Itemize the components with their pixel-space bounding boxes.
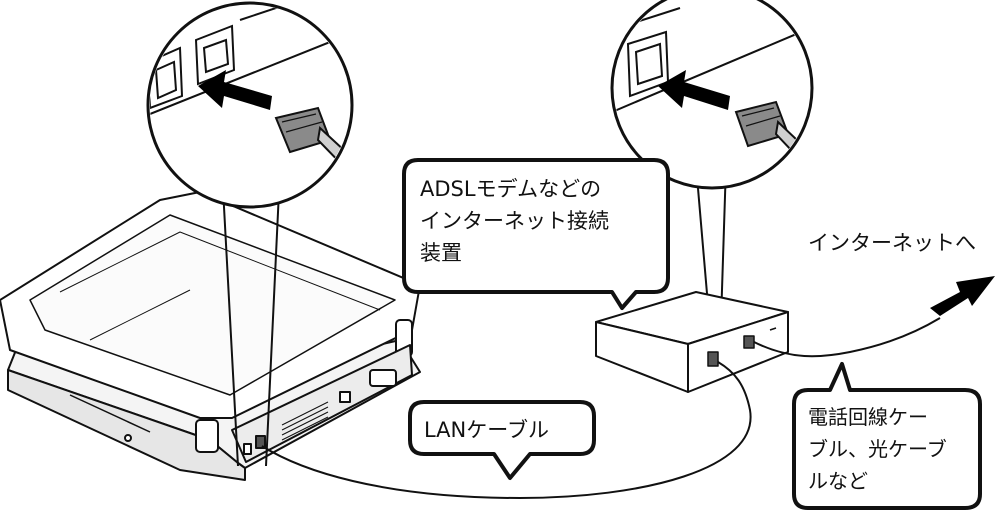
lan-port-zoom-left	[146, 1, 354, 467]
callout-phone-cable: 電話回線ケー ブル、光ケーブ ルなど	[792, 362, 982, 510]
to-internet-label: インターネットへ	[808, 231, 976, 255]
callout-lan-cable-text: LANケーブル	[424, 418, 549, 442]
router-port-zoom	[610, 0, 814, 353]
laptop-illustration	[0, 191, 421, 481]
callout-lan-cable: LANケーブル	[408, 400, 596, 480]
callout-device-line3: 装置	[420, 241, 462, 265]
router-illustration	[595, 291, 789, 393]
callout-phone-line1: 電話回線ケー	[808, 405, 928, 429]
callout-phone-line2: ブル、光ケーブ	[808, 437, 947, 461]
arrow-icon	[658, 70, 730, 110]
arrow-icon	[198, 70, 272, 110]
callout-phone-line3: ルなど	[808, 469, 868, 493]
internet-arrow-icon	[930, 276, 995, 316]
callout-device: ADSLモデムなどの インターネット接続 装置	[402, 158, 670, 310]
callout-device-line2: インターネット接続	[420, 209, 609, 233]
cables	[261, 317, 941, 500]
callout-device-line1: ADSLモデムなどの	[420, 177, 601, 201]
